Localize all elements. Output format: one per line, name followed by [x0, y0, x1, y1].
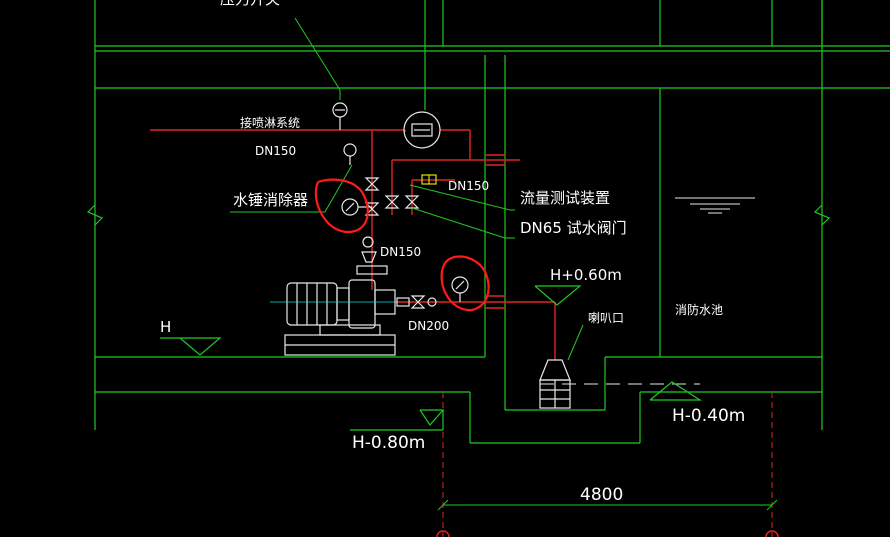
fire-pool-label: 消防水池: [675, 302, 723, 317]
piping: [150, 129, 556, 360]
water-hammer-label: 水锤消除器: [233, 191, 308, 209]
water-level: [675, 197, 755, 214]
dimension-line: [437, 499, 778, 511]
dn150-top-label: DN150: [255, 144, 296, 158]
top-cut-label: 压力开关: [220, 0, 280, 8]
level-high-label: H+0.60m: [550, 266, 622, 284]
suction-valve-icon[interactable]: [396, 295, 437, 309]
gate-valve-icon[interactable]: [364, 177, 420, 216]
level-low2-label: H-0.40m: [672, 406, 745, 426]
test-valve-label: DN65 试水阀门: [520, 219, 627, 237]
axis-bubble-left: [436, 530, 450, 537]
level-markers: [160, 285, 703, 431]
leader-lines: [230, 17, 584, 361]
water-hammer-arrestor-icon[interactable]: [341, 198, 372, 216]
floor-h-label: H: [160, 318, 171, 336]
markup-circles: [314, 178, 490, 312]
dimension-label: 4800: [580, 485, 623, 505]
bell-mouth-label: 喇叭口: [588, 310, 624, 325]
bell-mouth-icon: [539, 359, 571, 409]
reducer-icon: [356, 236, 388, 275]
flow-test-label: 流量测试装置: [520, 189, 610, 207]
dn150-mid-label: DN150: [380, 245, 421, 259]
suction-gauge-icon[interactable]: [451, 276, 469, 302]
dn200-label: DN200: [408, 319, 449, 333]
dn150-right-label: DN150: [448, 179, 489, 193]
sprinkler-system-label: 接喷淋系统: [240, 115, 300, 130]
level-low1-label: H-0.80m: [352, 433, 425, 453]
structure-lines: [86, 0, 890, 444]
pump-motor-icon[interactable]: [270, 279, 396, 356]
pressure-switch-icon[interactable]: [332, 102, 348, 130]
pressure-gauge-icon[interactable]: [343, 143, 357, 165]
flow-meter-icon[interactable]: [403, 111, 441, 149]
axis-bubble-right: [765, 530, 779, 537]
flow-test-device-icon[interactable]: [421, 174, 437, 185]
